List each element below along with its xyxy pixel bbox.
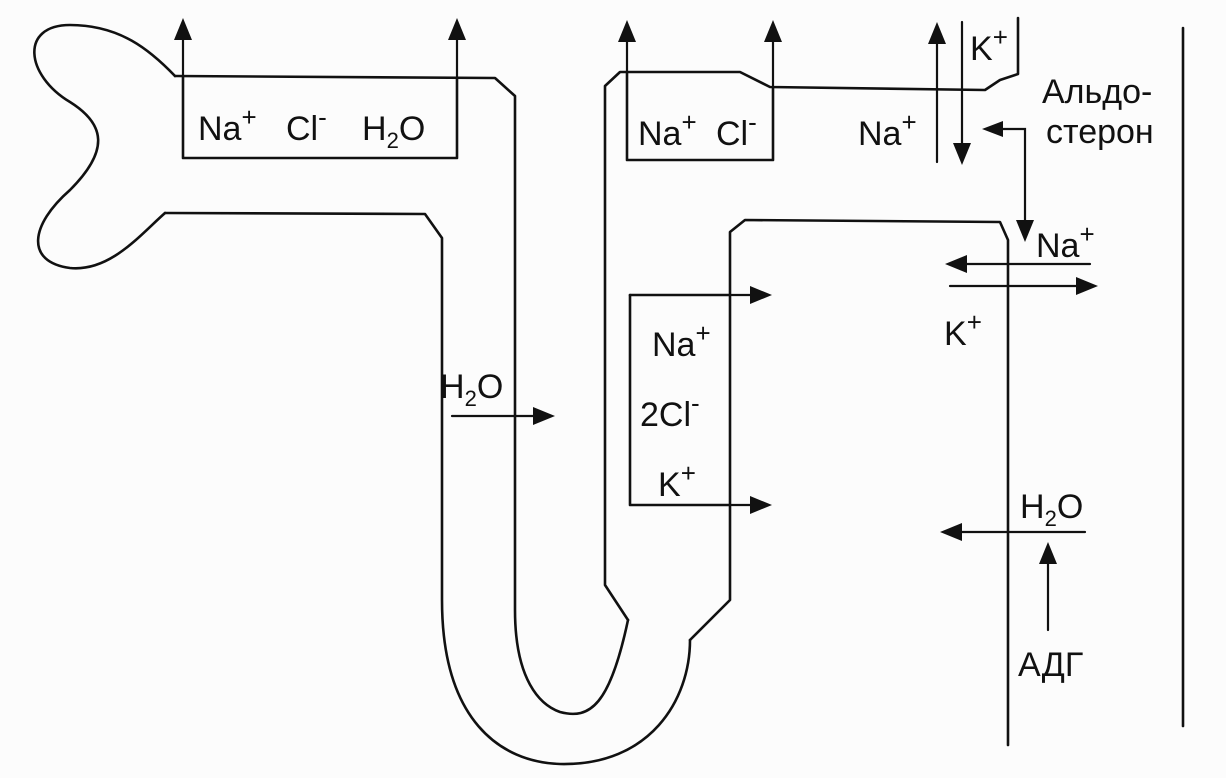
collecting-k-label: K+ bbox=[944, 307, 982, 353]
descending-h2o-label: H2O bbox=[440, 368, 503, 411]
proximal-reabsorption-box bbox=[181, 74, 459, 160]
nkcc-cl-label: 2Cl- bbox=[640, 388, 700, 434]
nkcc-k-label: K+ bbox=[658, 458, 696, 504]
k-top-label: K+ bbox=[970, 22, 1008, 68]
adh-arrow bbox=[1039, 542, 1057, 632]
glomerular-na-label: Na+ bbox=[198, 102, 257, 148]
na-top-label: Na+ bbox=[858, 107, 917, 153]
ascending-limb-outer-wall bbox=[688, 218, 1010, 747]
collecting-k-arrow bbox=[948, 277, 1098, 295]
nkcc-transporter-box bbox=[628, 293, 732, 507]
glomerular-cl-label: Cl- bbox=[286, 102, 327, 148]
aldosterone-label-line2: стерон bbox=[1046, 113, 1154, 151]
collecting-h2o-label: H2O bbox=[1020, 488, 1083, 531]
proximal-tubule-top-wall bbox=[173, 74, 630, 716]
bowman-capsule-outline bbox=[33, 23, 177, 270]
distal-na-label: Na+ bbox=[638, 107, 697, 153]
ascending-limb-inner-wall bbox=[603, 16, 1020, 622]
na-reabsorption-up-arrow bbox=[928, 22, 946, 164]
descending-h2o-arrow bbox=[450, 407, 555, 425]
distal-cl-arrow bbox=[764, 20, 782, 89]
distal-cl-label: Cl- bbox=[716, 107, 757, 153]
glomerular-h2o-label: H2O bbox=[362, 110, 425, 153]
adh-label: АДГ bbox=[1018, 646, 1083, 684]
proximal-na-cl-arrow bbox=[174, 18, 192, 78]
nkcc-lower-arrow bbox=[728, 496, 772, 514]
aldosterone-arrow bbox=[982, 121, 1034, 242]
collecting-na-arrow bbox=[945, 255, 1092, 273]
collecting-h2o-arrow bbox=[940, 523, 1087, 541]
collecting-na-label: Na+ bbox=[1036, 219, 1095, 265]
proximal-tubule-bottom-wall bbox=[163, 211, 692, 766]
nkcc-na-label: Na+ bbox=[652, 318, 711, 364]
nkcc-upper-arrow bbox=[728, 286, 772, 304]
aldosterone-label-line1: Альдо- bbox=[1042, 73, 1152, 111]
distal-na-arrow bbox=[618, 20, 636, 74]
k-secretion-down-arrow bbox=[953, 20, 971, 165]
distal-reabsorption-box bbox=[625, 70, 775, 162]
proximal-h2o-arrow bbox=[448, 18, 466, 80]
